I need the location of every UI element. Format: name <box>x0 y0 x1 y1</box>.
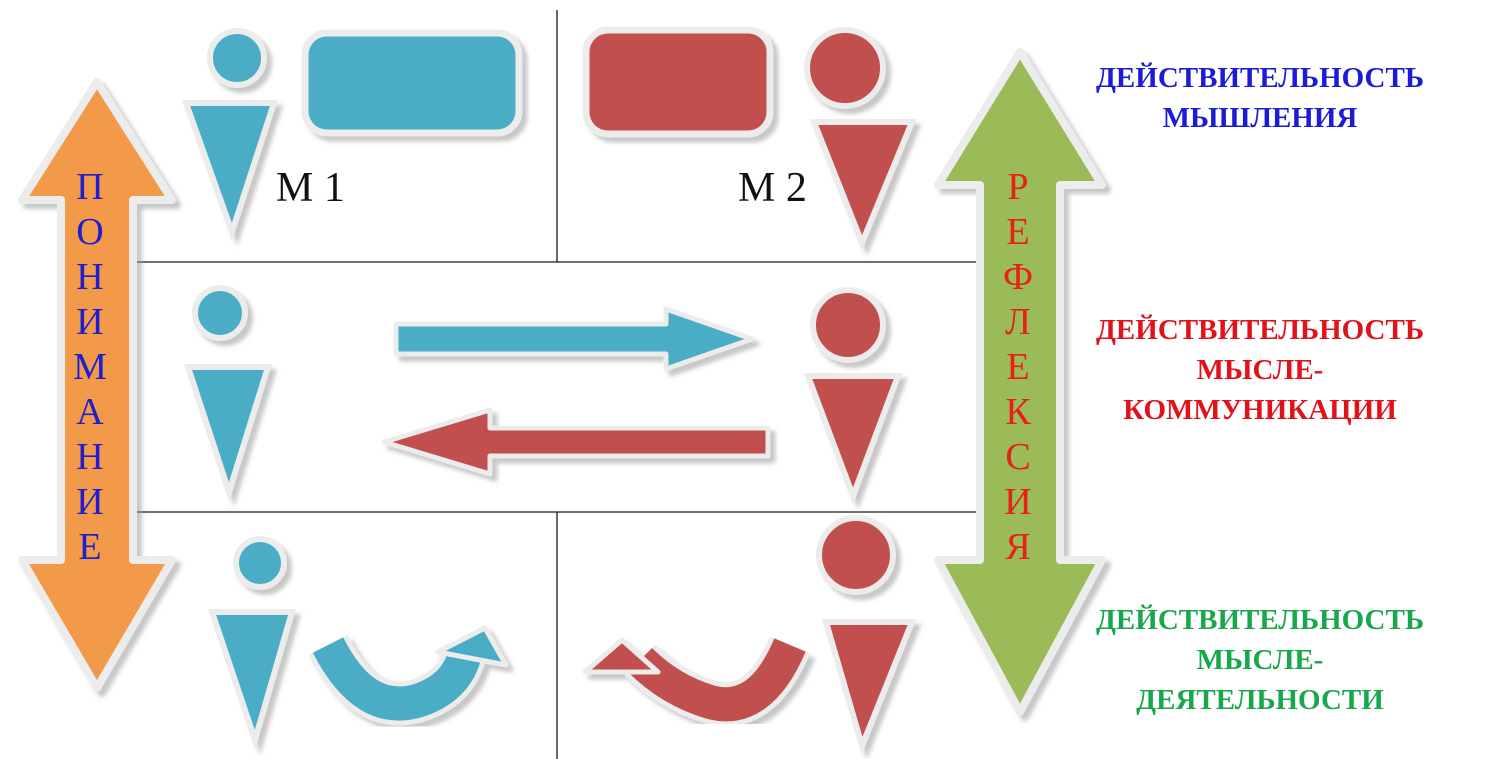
blue-arrow-to-right <box>393 306 755 372</box>
red-person-middle-head <box>810 287 886 363</box>
reflection-letter: Е <box>1006 211 1030 253</box>
understanding-letter: Н <box>76 436 104 478</box>
blue-person-top-head <box>207 28 267 88</box>
model-2-label: М 2 <box>738 165 807 211</box>
blue-curved-arrow <box>308 625 509 726</box>
red-person-middle <box>803 287 903 505</box>
understanding-letter: Н <box>76 256 104 298</box>
understanding-letter: И <box>76 301 104 343</box>
red-person-top-body <box>809 119 917 251</box>
reality-line: МЫШЛЕНИЯ <box>1162 102 1358 134</box>
reflection-arrow-label: Р Е Ф Л Е К С И Я <box>993 165 1043 570</box>
reflection-letter: Ф <box>1002 256 1034 298</box>
understanding-double-arrow <box>18 78 176 692</box>
reflection-letter: И <box>1004 481 1032 523</box>
reality-line: КОММУНИКАЦИИ <box>1123 394 1397 426</box>
red-model-rectangle <box>582 26 774 138</box>
red-person-middle-body <box>803 373 903 505</box>
red-person-top-head <box>804 27 886 109</box>
blue-curved-arrow-fill <box>312 636 483 721</box>
red-person-bottom-head <box>816 515 896 595</box>
blue-person-middle-body <box>183 364 273 502</box>
blue-person-bottom <box>207 536 296 751</box>
blue-person-top <box>181 28 279 242</box>
reflection-double-arrow <box>934 48 1106 716</box>
reality-line: ДЕЙСТВИТЕЛЬНОСТЬ <box>1095 604 1425 636</box>
reality-of-thought-activity: ДЕЙСТВИТЕЛЬНОСТЬ МЫСЛЕ- ДЕЯТЕЛЬНОСТИ <box>1050 600 1470 720</box>
reflection-letter: Я <box>1005 526 1031 568</box>
blue-person-middle-head <box>192 285 248 341</box>
model-1-label: М 1 <box>276 165 345 211</box>
reality-line: МЫСЛЕ- <box>1196 644 1324 676</box>
blue-curved-arrow-head <box>435 625 509 668</box>
red-person-top <box>804 27 917 251</box>
reality-line: ДЕЙСТВИТЕЛЬНОСТЬ <box>1095 62 1425 94</box>
blue-model-rectangle <box>301 29 523 137</box>
reality-line: МЫСЛЕ- <box>1196 354 1324 386</box>
blue-person-bottom-head <box>233 536 287 590</box>
reflection-letter: С <box>1005 436 1031 478</box>
reality-line: ДЕЙСТВИТЕЛЬНОСТЬ <box>1095 314 1425 346</box>
reflection-letter: Л <box>1005 301 1031 343</box>
red-arrow-to-left <box>381 407 771 477</box>
reality-of-thinking: ДЕЙСТВИТЕЛЬНОСТЬ МЫШЛЕНИЯ <box>1050 58 1470 138</box>
red-person-bottom <box>816 515 917 756</box>
understanding-letter: М <box>73 346 107 388</box>
understanding-letter: Е <box>78 526 102 568</box>
red-curved-arrow-fill <box>627 638 806 722</box>
red-person-bottom-body <box>822 619 917 756</box>
reflection-letter: К <box>1005 391 1031 433</box>
understanding-letter: О <box>76 211 104 253</box>
reflection-letter: Р <box>1007 166 1029 208</box>
understanding-letter: А <box>76 391 104 433</box>
blue-person-middle <box>183 285 273 502</box>
reality-line: ДЕЯТЕЛЬНОСТИ <box>1136 684 1384 716</box>
reality-of-thought-communication: ДЕЙСТВИТЕЛЬНОСТЬ МЫСЛЕ- КОММУНИКАЦИИ <box>1050 310 1470 430</box>
reflection-letter: Е <box>1006 346 1030 388</box>
understanding-arrow-label: П О Н И М А Н И Е <box>65 165 115 570</box>
blue-person-top-body <box>181 100 279 242</box>
understanding-letter: И <box>76 481 104 523</box>
understanding-letter: П <box>76 166 104 208</box>
red-curved-arrow <box>582 635 811 727</box>
blue-person-bottom-body <box>207 609 296 751</box>
red-curved-arrow-head <box>582 637 661 675</box>
grid-lines <box>62 10 1048 759</box>
